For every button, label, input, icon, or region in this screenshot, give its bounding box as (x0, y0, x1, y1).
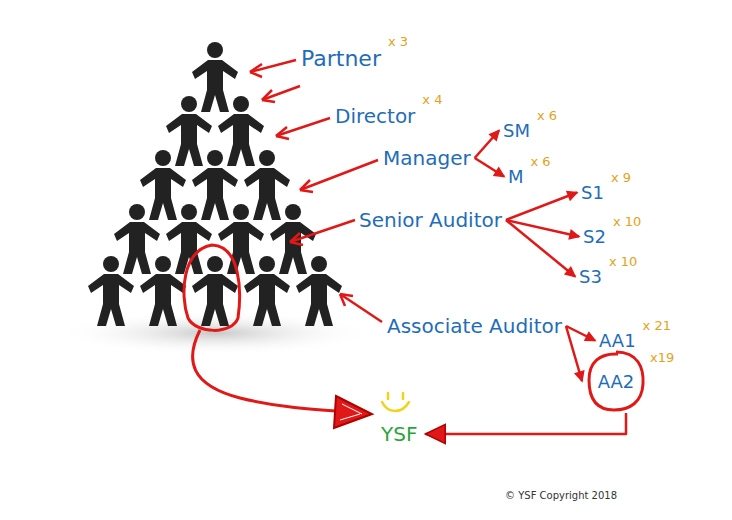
node-text: Senior Auditor (359, 208, 502, 232)
headcount: x 4 (422, 92, 442, 107)
node-text: Partner (301, 46, 381, 71)
grade-label: S1x 9 (578, 180, 607, 205)
arrowhead-scribble (340, 404, 362, 420)
copyright-note: © YSF Copyright 2018 (505, 490, 617, 501)
connector (425, 413, 626, 434)
circled-grade: AA2x19 (586, 350, 646, 412)
connector (506, 193, 577, 221)
figure (192, 150, 238, 220)
node-text: AA1 (599, 330, 636, 351)
smiley (382, 393, 409, 411)
headcount: x19 (650, 350, 674, 365)
red-arrowhead (334, 396, 372, 428)
arrowhead (565, 267, 575, 276)
red-arrow (193, 330, 350, 412)
arrowhead (575, 371, 583, 381)
level-arrows (250, 60, 382, 322)
connector (475, 158, 504, 177)
node-text: YSF (381, 422, 417, 446)
figure (244, 256, 290, 326)
connector (506, 220, 575, 277)
figure (244, 150, 290, 220)
node-text: SM (503, 120, 530, 141)
grade-label: S3x 10 (576, 264, 605, 289)
arrowhead (490, 131, 499, 141)
figure (88, 256, 134, 326)
figure (192, 256, 238, 326)
arrowhead (494, 168, 504, 176)
figure (270, 204, 316, 274)
node-text: S2 (583, 226, 606, 247)
figure (296, 256, 342, 326)
level-label: Directorx 4 (332, 102, 418, 130)
highlight-circle (184, 245, 240, 330)
headcount: x 9 (611, 170, 631, 185)
headcount: x 6 (537, 108, 557, 123)
node-text: AA2 (598, 371, 635, 392)
headcount: x 21 (643, 318, 671, 333)
node-text: M (508, 166, 524, 187)
headcount: x 10 (609, 254, 637, 269)
arrowhead (567, 192, 577, 200)
grade-label: SMx 6 (500, 118, 533, 143)
figure (140, 150, 186, 220)
arrowhead (569, 230, 579, 238)
node-text: S1 (581, 182, 604, 203)
figure (140, 256, 186, 326)
figure (166, 96, 212, 166)
node-text: S3 (579, 266, 602, 287)
headcount: x 6 (531, 154, 551, 169)
figure (192, 42, 238, 112)
grade-label: Mx 6 (505, 164, 527, 189)
headcount: x 10 (613, 214, 641, 229)
company-label: YSF (378, 420, 420, 448)
level-label: Partnerx 3 (298, 44, 384, 73)
figure (114, 204, 160, 274)
arrowhead (585, 333, 595, 341)
node-text: Associate Auditor (387, 314, 562, 338)
figure (218, 204, 264, 274)
grade-label: S2x 10 (580, 224, 609, 249)
level-label: Manager (380, 144, 474, 172)
level-label: Senior Auditor (356, 206, 505, 234)
figure (218, 96, 264, 166)
node-text: Director (335, 104, 415, 128)
arrowhead (425, 424, 445, 443)
headcount: x 3 (388, 34, 408, 49)
node-text: Manager (383, 146, 471, 170)
grade-label: AA1x 21 (596, 328, 639, 353)
level-label: Associate Auditor (384, 312, 565, 340)
connector (475, 131, 499, 159)
